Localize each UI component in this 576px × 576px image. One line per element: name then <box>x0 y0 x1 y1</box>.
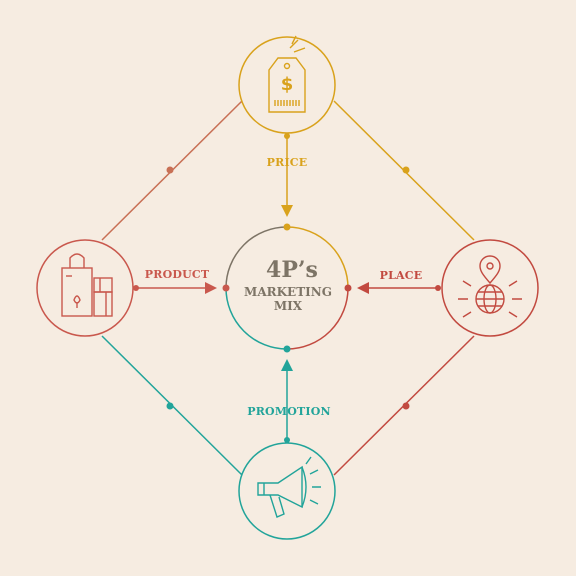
price-circle <box>238 36 336 134</box>
center-arc-bottom-right <box>286 287 349 350</box>
center-arc-top-right <box>286 226 349 289</box>
edge-dot-price-product <box>166 166 174 174</box>
place-node: PLACE <box>380 239 539 337</box>
center-dot-left <box>222 284 230 292</box>
center-dot-bottom <box>283 345 291 353</box>
shopping-bag-box-icon <box>61 253 113 317</box>
center-subtitle-line1: MARKETING <box>244 285 332 299</box>
product-circle <box>36 239 134 337</box>
price-node: $ PRICE <box>238 35 336 169</box>
promotion-label: PROMOTION <box>247 405 331 418</box>
center-arc-top-left <box>225 226 288 289</box>
arrow-place-start-dot <box>435 285 441 291</box>
center-arc-bottom-left <box>225 287 288 350</box>
svg-text:$: $ <box>281 74 294 95</box>
edge-dot-price-place <box>402 166 410 174</box>
place-label: PLACE <box>380 269 423 282</box>
place-circle <box>441 239 539 337</box>
globe-location-pin-icon <box>458 255 522 318</box>
center-title: 4P’s <box>266 257 318 283</box>
price-label: PRICE <box>267 156 308 169</box>
edge-dot-product-promotion <box>166 402 174 410</box>
promotion-circle <box>238 442 336 540</box>
center-subtitle-line2: MIX <box>274 299 303 313</box>
promotion-node: PROMOTION <box>238 405 336 540</box>
arrow-promotion-start-dot <box>284 437 290 443</box>
arrow-price-start-dot <box>284 133 290 139</box>
arrow-product-start-dot <box>133 285 139 291</box>
center-dot-top <box>283 223 291 231</box>
edge-dot-place-promotion <box>402 402 410 410</box>
price-tag-icon: $ <box>268 35 306 113</box>
megaphone-icon <box>257 456 321 518</box>
product-node: PRODUCT <box>36 239 210 337</box>
center-dot-right <box>344 284 352 292</box>
product-label: PRODUCT <box>145 268 210 281</box>
center-node: 4P’s MARKETING MIX <box>222 223 352 353</box>
